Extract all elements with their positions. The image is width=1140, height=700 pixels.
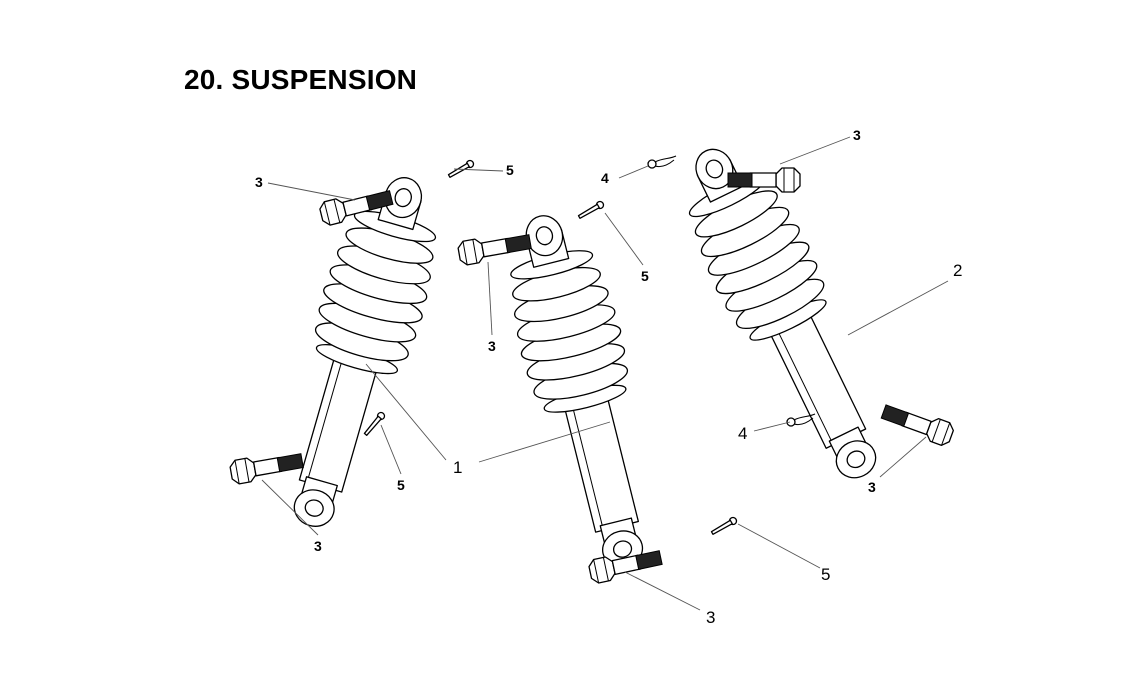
callout-label: 4: [738, 424, 747, 443]
callout-label: 3: [868, 479, 876, 495]
cotter-pin-bottom: [709, 515, 739, 537]
bolt-right-lower: [878, 399, 957, 449]
cotter-pin-left-lower: [362, 410, 387, 438]
callout-label: 3: [706, 608, 715, 627]
center-shock-absorber: [489, 203, 678, 580]
callout-label: 3: [853, 127, 861, 143]
callout-label: 4: [601, 170, 609, 186]
callout-label: 3: [488, 338, 496, 354]
leader-lines: [261, 136, 949, 611]
callout-label: 5: [641, 268, 649, 284]
r-clip-right: [786, 413, 816, 427]
callout-label: 5: [821, 565, 830, 584]
page-title: 20. SUSPENSION: [184, 64, 418, 95]
callout-label: 3: [314, 538, 322, 554]
left-shock-absorber: [259, 163, 459, 541]
callout-label: 1: [453, 458, 462, 477]
bolt-left-lower: [228, 448, 305, 486]
bolt-center-upper: [456, 229, 533, 267]
callout-label: 5: [397, 477, 405, 493]
callout-label: 3: [255, 174, 263, 190]
r-clip-top: [647, 155, 677, 169]
callout-label: 2: [953, 261, 962, 280]
callout-label: 5: [506, 162, 514, 178]
cotter-pin-center: [576, 199, 606, 221]
